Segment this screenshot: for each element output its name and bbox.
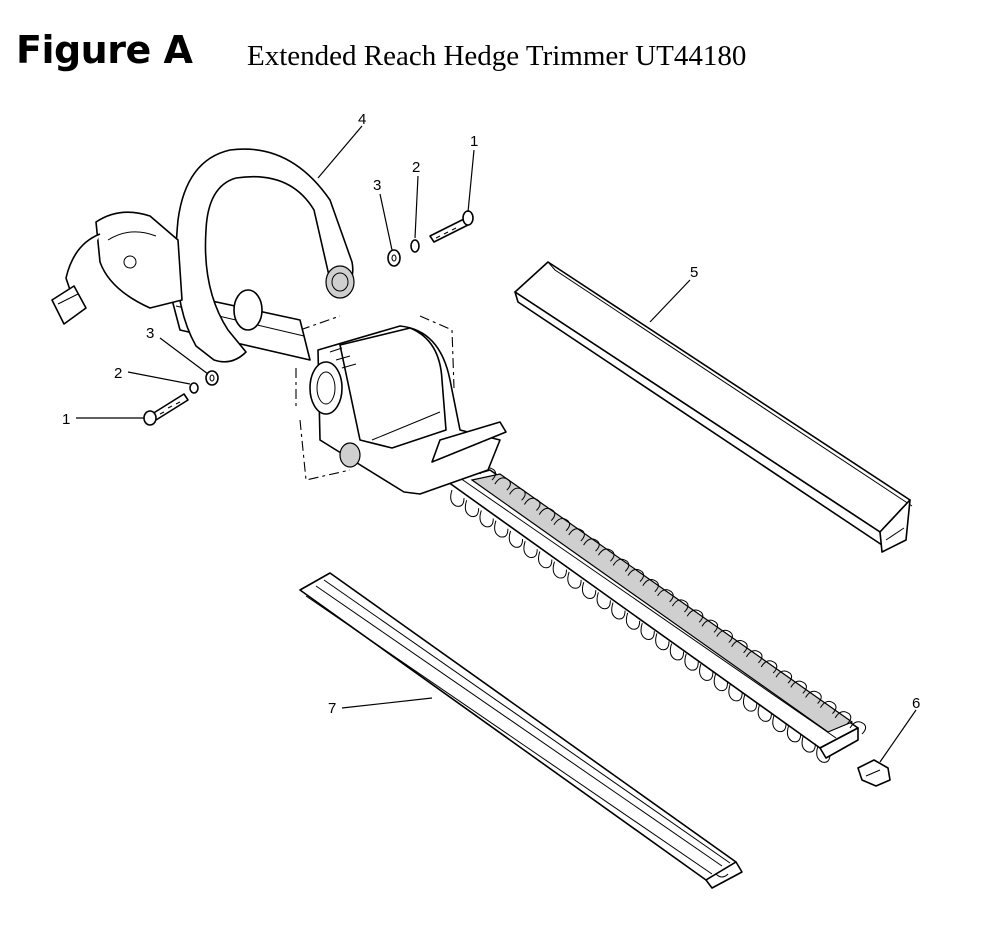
figure-label: Figure A bbox=[16, 28, 193, 72]
blade-tooth bbox=[509, 487, 526, 501]
blade-tooth bbox=[612, 558, 630, 572]
blade-tooth bbox=[731, 639, 748, 654]
blade-tooth bbox=[716, 629, 733, 643]
blade-tooth bbox=[538, 551, 553, 569]
blade-tooth bbox=[538, 507, 556, 521]
blade-tooth bbox=[684, 653, 699, 671]
blade-tooth bbox=[523, 497, 541, 511]
left-fastener-set bbox=[143, 370, 219, 426]
rear-handle-with-cord bbox=[51, 211, 183, 325]
blade-tooth bbox=[742, 694, 758, 712]
blade-tooth bbox=[745, 650, 763, 664]
blade-tooth bbox=[597, 548, 615, 562]
blade-tooth bbox=[494, 477, 511, 491]
blade-tooth bbox=[553, 518, 571, 532]
part-5-blade-guard bbox=[514, 261, 913, 553]
blade-tooth bbox=[819, 700, 837, 715]
blade-tooth bbox=[657, 589, 674, 603]
blade-tooth bbox=[775, 670, 793, 684]
callout-3-left: 3 bbox=[146, 325, 154, 342]
blade-assembly bbox=[447, 467, 867, 763]
blade-tooth bbox=[523, 541, 538, 559]
blade-tooth bbox=[627, 568, 645, 582]
callout-1-left: 1 bbox=[62, 411, 70, 428]
blade-tooth bbox=[479, 510, 494, 528]
blade-tooth bbox=[642, 579, 659, 593]
top-fastener-set bbox=[387, 210, 474, 267]
blade-tooth bbox=[790, 680, 807, 694]
housing-outline-dashed bbox=[295, 315, 455, 481]
blade-tooth bbox=[816, 745, 831, 763]
blade-tooth bbox=[669, 643, 685, 661]
blade-tooth bbox=[568, 528, 585, 542]
blade-tooth bbox=[805, 690, 822, 704]
blade-tooth bbox=[494, 520, 509, 538]
motor-housing bbox=[309, 325, 507, 495]
blade-tooth bbox=[567, 571, 582, 589]
blade-tooth bbox=[786, 725, 802, 743]
leader-lines bbox=[76, 125, 917, 763]
blade-tooth bbox=[801, 735, 816, 753]
callout-3-top: 3 bbox=[373, 177, 381, 194]
blade-tooth bbox=[581, 582, 597, 599]
blade-tooth bbox=[625, 612, 641, 630]
callout-2-top: 2 bbox=[412, 159, 420, 176]
figure-title: Extended Reach Hedge Trimmer UT44180 bbox=[247, 40, 747, 72]
callout-4: 4 bbox=[358, 111, 366, 128]
blade-tooth bbox=[583, 538, 600, 552]
blade-tooth bbox=[760, 660, 778, 674]
part-7-blade-cover bbox=[299, 572, 743, 889]
blade-tooth bbox=[671, 599, 689, 613]
blade-tooth bbox=[699, 663, 714, 681]
callout-7: 7 bbox=[328, 700, 336, 717]
blade-tooth bbox=[834, 711, 852, 725]
blade-tooth bbox=[728, 684, 743, 702]
blade-tooth bbox=[713, 674, 729, 692]
callout-5: 5 bbox=[690, 264, 698, 281]
callout-2-left: 2 bbox=[114, 365, 122, 382]
blade-tooth bbox=[464, 500, 480, 518]
blade-tooth bbox=[701, 619, 719, 633]
blade-tooth bbox=[508, 530, 524, 548]
blade-tooth bbox=[686, 609, 704, 623]
callout-6: 6 bbox=[912, 695, 920, 712]
blade-tooth bbox=[757, 704, 772, 722]
blade-tooth bbox=[596, 592, 611, 610]
callout-1-top: 1 bbox=[470, 133, 478, 150]
blade-tooth bbox=[552, 561, 567, 579]
part-6-blade-end-cap bbox=[857, 759, 891, 787]
part-4-front-handle bbox=[175, 148, 355, 363]
blade-tooth bbox=[655, 633, 670, 651]
blade-tooth bbox=[611, 602, 626, 620]
blade-tooth bbox=[772, 715, 787, 733]
blade-tooth bbox=[640, 622, 655, 640]
blade-tooth bbox=[450, 489, 465, 507]
blade-tooth bbox=[849, 721, 867, 735]
